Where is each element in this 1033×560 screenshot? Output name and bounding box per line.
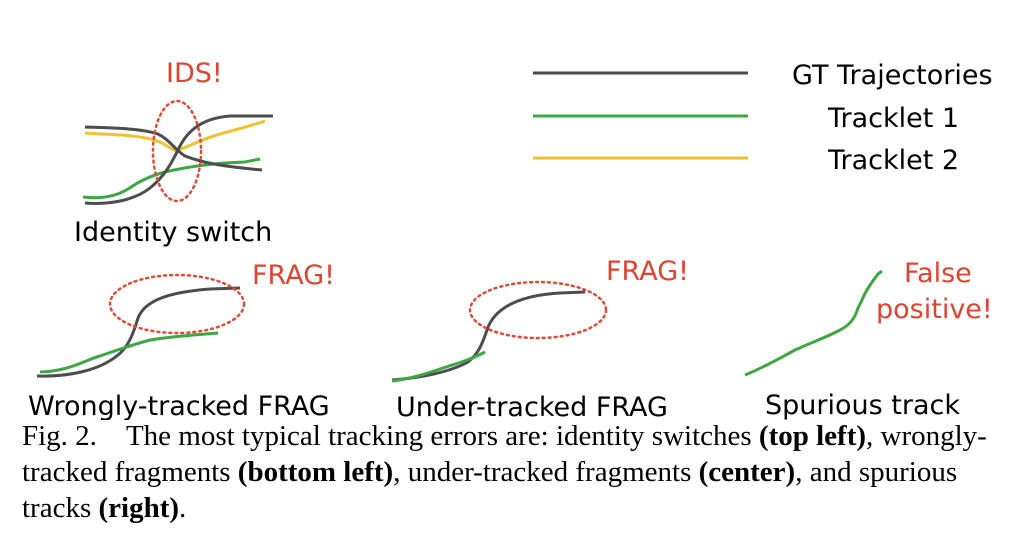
spurious-label: Spurious track (765, 390, 960, 420)
legend-tracklet2-label: Tracklet 2 (827, 145, 959, 176)
caption-bold-bottom-left: (bottom left) (237, 456, 394, 488)
spurious-alert-line1: False (904, 258, 972, 289)
figure-caption: Fig. 2. The most typical tracking errors… (22, 418, 1022, 526)
spurious-alert-line2: positive! (876, 294, 993, 325)
caption-bold-top-left: (top left) (758, 420, 867, 452)
panel-wrongly-tracked: FRAG! Wrongly-tracked FRAG (28, 260, 335, 420)
ids-alert: IDS! (166, 58, 223, 89)
under-frag-alert: FRAG! (606, 256, 689, 287)
caption-text-3: , under-tracked fragments (393, 456, 699, 488)
under-label: Under-tracked FRAG (396, 392, 668, 420)
panel-identity-switch: IDS! Identity switch (74, 58, 273, 248)
panel-spurious: False positive! Spurious track (744, 258, 993, 420)
under-gt-path (391, 290, 586, 382)
wrong-label: Wrongly-tracked FRAG (28, 391, 330, 420)
wrong-gt-path (36, 286, 241, 378)
legend: GT Trajectories Tracklet 1 Tracklet 2 (533, 60, 993, 176)
ids-highlight-ellipse (151, 99, 203, 203)
wrong-highlight-ellipse (108, 273, 246, 335)
ids-label: Identity switch (74, 217, 272, 248)
legend-gt-label: GT Trajectories (792, 60, 993, 91)
wrong-tracklet1-path (39, 331, 219, 374)
wrong-frag-alert: FRAG! (252, 260, 335, 291)
panel-under-tracked: FRAG! Under-tracked FRAG (391, 256, 689, 420)
ids-gt-path-2 (84, 114, 273, 205)
caption-prefix: Fig. 2. (22, 420, 97, 452)
ids-gt-path-1 (84, 125, 263, 172)
under-tracklet1-path (391, 350, 486, 383)
under-highlight-ellipse (468, 280, 608, 340)
caption-bold-right: (right) (98, 492, 180, 524)
legend-tracklet1-label: Tracklet 1 (827, 103, 959, 134)
spurious-tracklet1-path (744, 269, 883, 377)
figure-illustration: GT Trajectories Tracklet 1 Tracklet 2 ID… (28, 58, 993, 420)
caption-text-1: The most typical tracking errors are: id… (125, 420, 759, 452)
caption-text-5: . (179, 492, 187, 524)
caption-bold-center: (center) (698, 456, 796, 488)
caption-text-2: , wrongly-tracked fragments (22, 420, 987, 488)
caption-text-4: , and spurious tracks (22, 456, 958, 524)
